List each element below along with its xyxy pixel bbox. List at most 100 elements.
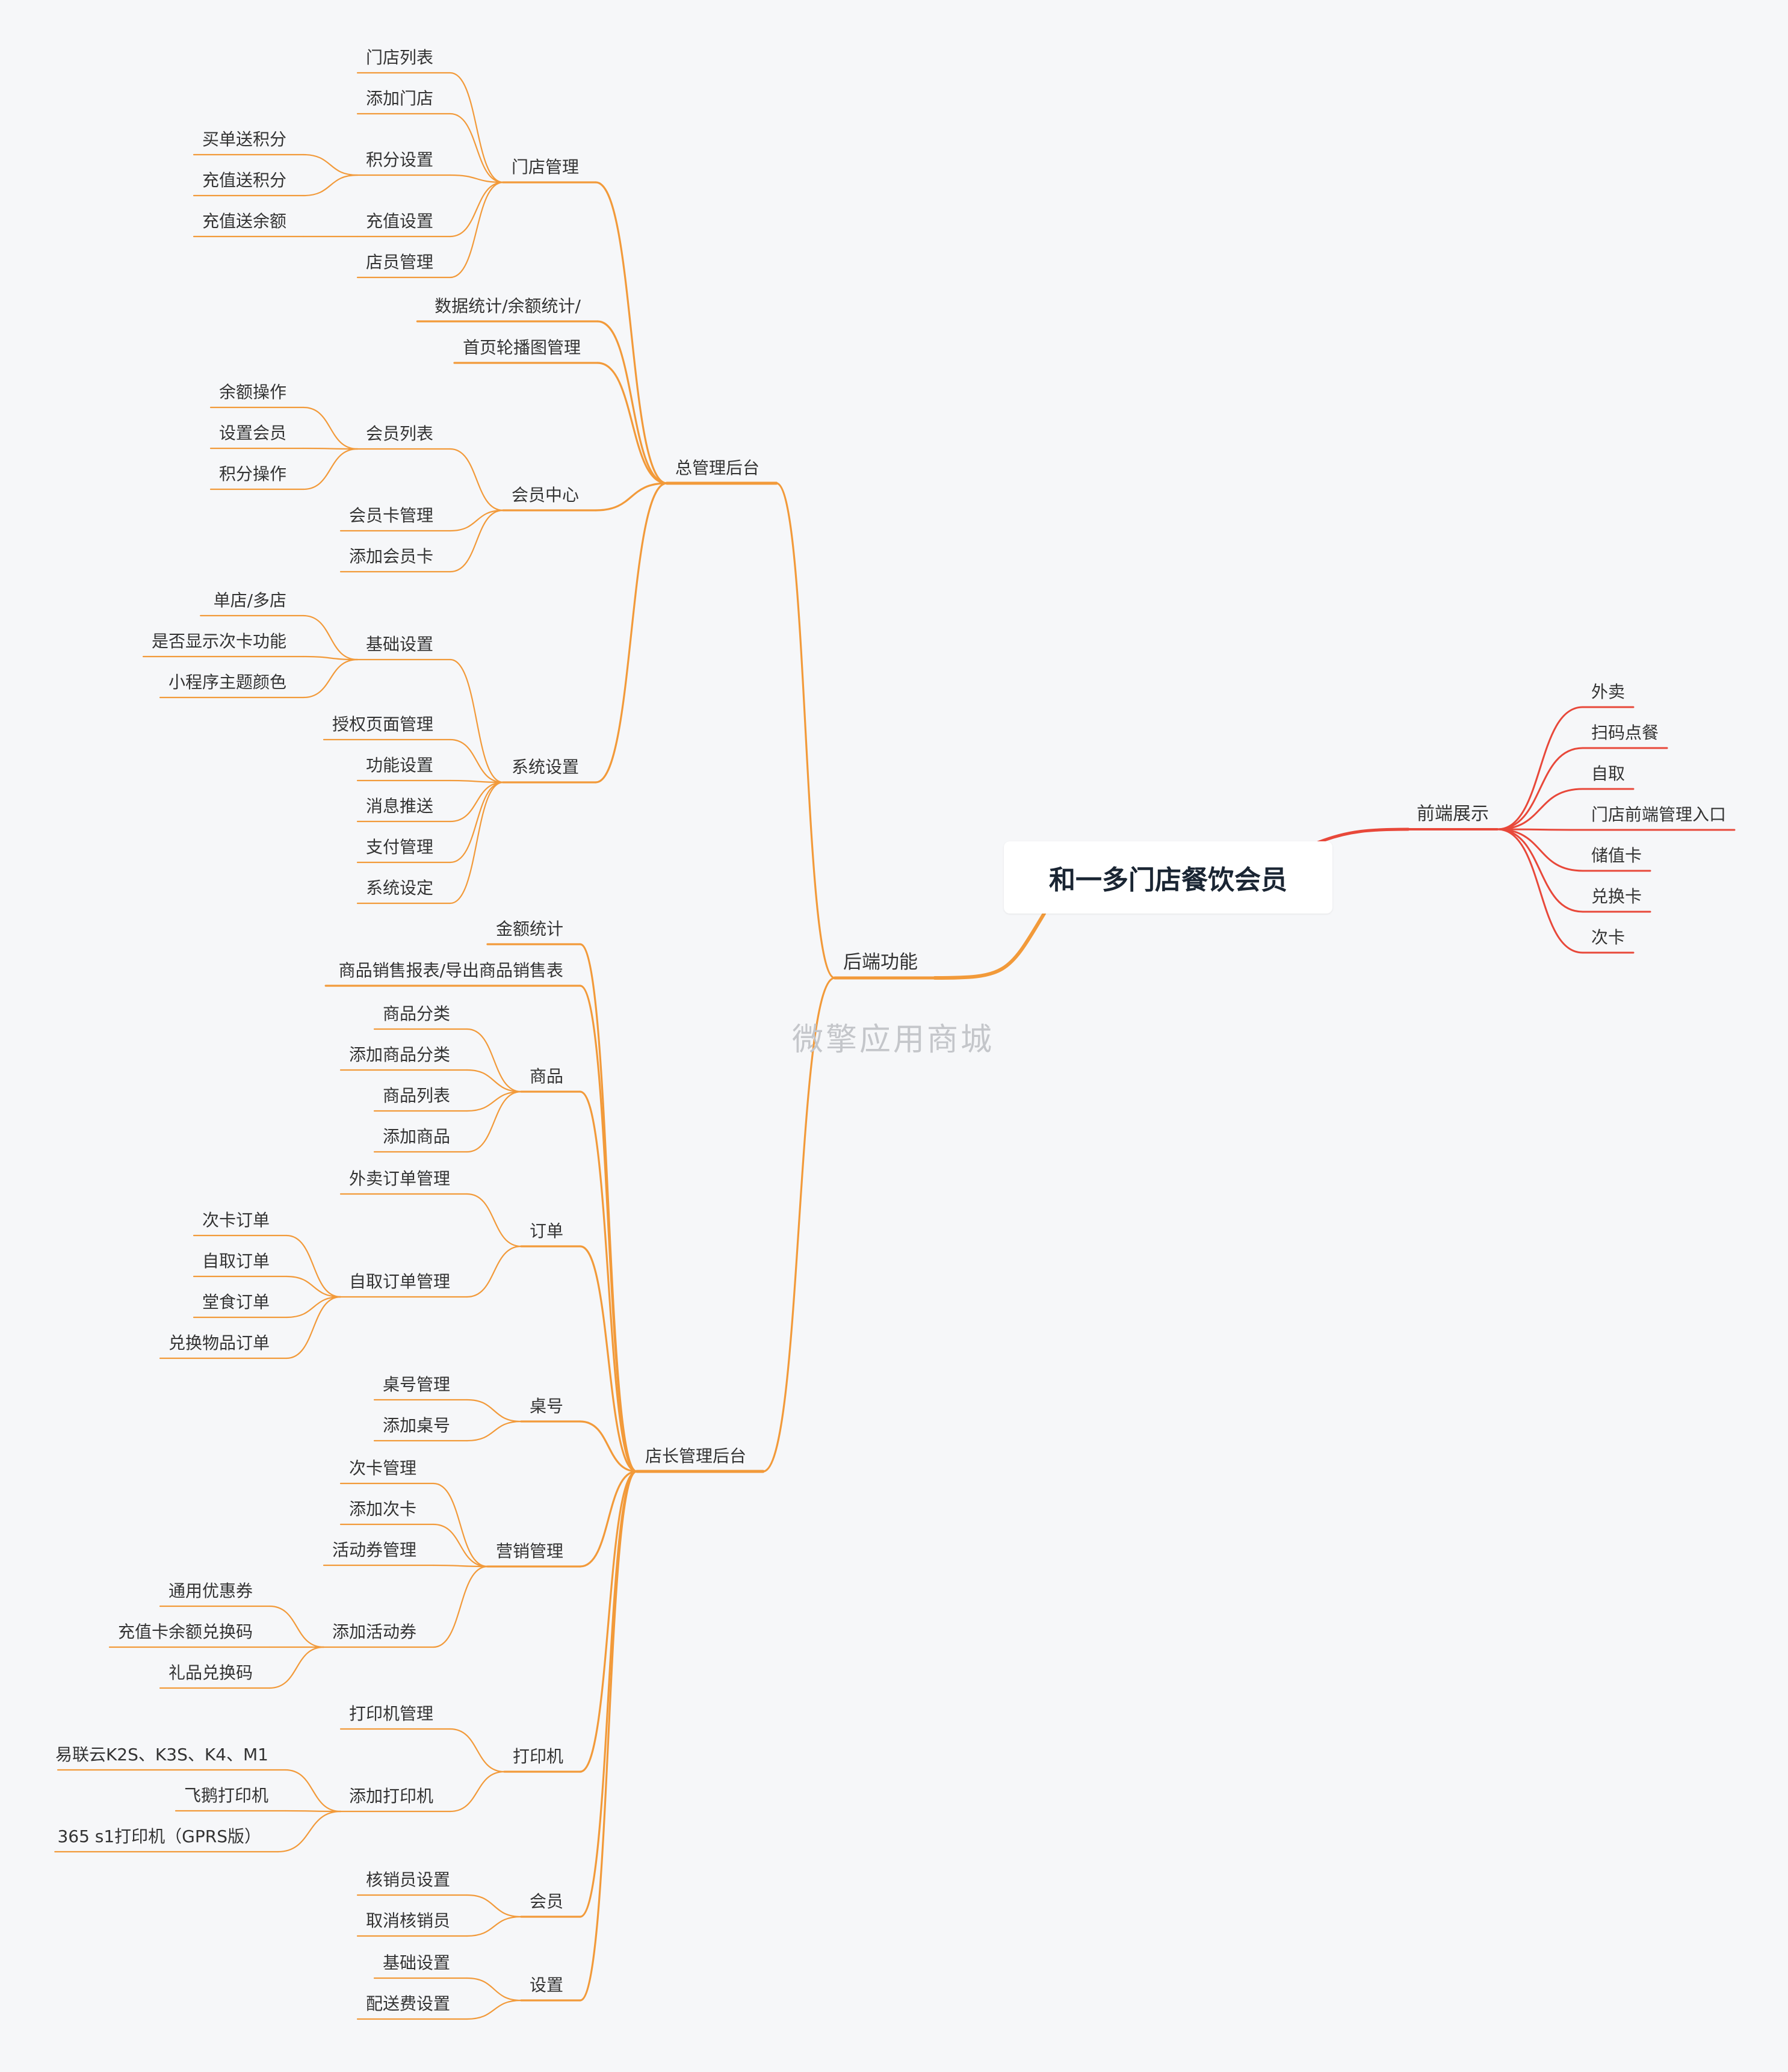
node-labels: 后端功能总管理后台门店管理门店列表添加门店积分设置买单送积分充值送积分充值设置充…	[55, 48, 1726, 2014]
node-label-b-0-0-1[interactable]: 添加门店	[366, 88, 433, 108]
node-label-b-0-3-0-0[interactable]: 余额操作	[219, 382, 286, 402]
node-label-f[interactable]: 前端展示	[1417, 803, 1489, 824]
node-label-b-1-7-0[interactable]: 核销员设置	[366, 1870, 450, 1890]
node-label-b-1-6-1-2[interactable]: 365 s1打印机（GPRS版）	[57, 1826, 261, 1846]
node-label-b-0-1[interactable]: 数据统计/余额统计/	[435, 296, 581, 316]
node-label-b-0-4-5[interactable]: 系统设定	[366, 878, 433, 898]
node-label-b-1-8-1[interactable]: 配送费设置	[366, 1994, 450, 2014]
node-label-b-1-5-3-0[interactable]: 通用优惠券	[169, 1581, 253, 1601]
node-label-b-1-4-0[interactable]: 桌号管理	[383, 1375, 450, 1394]
branch-connector	[466, 1894, 522, 1918]
node-label-b-1-6-0[interactable]: 打印机管理	[349, 1704, 433, 1724]
node-label-b-0-4-4[interactable]: 支付管理	[366, 837, 433, 857]
branch-connector	[432, 1565, 489, 1648]
node-label-b-0-3[interactable]: 会员中心	[512, 485, 579, 505]
node-label-b-1-5-3[interactable]: 添加活动券	[332, 1622, 416, 1642]
node-label-b-1[interactable]: 店长管理后台	[645, 1446, 746, 1466]
node-label-f-5[interactable]: 兑换卡	[1591, 886, 1642, 906]
node-label-b-0-0-2[interactable]: 积分设置	[366, 150, 433, 170]
node-label-b-0-4-0[interactable]: 基础设置	[366, 634, 433, 654]
node-label-b-1-3-0[interactable]: 外卖订单管理	[349, 1169, 450, 1189]
node-label-b-0-0-2-1[interactable]: 充值送积分	[202, 170, 286, 190]
node-label-b-1-7[interactable]: 会员	[530, 1891, 563, 1911]
node-label-b-0-0-2-0[interactable]: 买单送积分	[202, 129, 286, 149]
node-label-b-0-4-0-1[interactable]: 是否显示次卡功能	[152, 631, 286, 651]
node-label-b-0-4-3[interactable]: 消息推送	[366, 796, 433, 816]
node-label-b-1-3-1-0[interactable]: 次卡订单	[202, 1210, 270, 1230]
branch-connector	[302, 174, 359, 197]
branch-connector	[579, 1420, 638, 1473]
node-label-b-0-2[interactable]: 首页轮播图管理	[463, 338, 581, 357]
branch-connector	[775, 482, 836, 979]
node-label-b-1-8[interactable]: 设置	[530, 1975, 563, 1995]
node-label-b-0-4-1[interactable]: 授权页面管理	[332, 714, 433, 734]
node-label-b-1-7-1[interactable]: 取消核销员	[366, 1911, 450, 1931]
node-label-b-0-3-0-2[interactable]: 积分操作	[219, 464, 286, 484]
node-label-b-1-5-1[interactable]: 添加次卡	[349, 1499, 416, 1519]
branch-connector	[449, 779, 504, 784]
node-label-b-0-3-0[interactable]: 会员列表	[366, 424, 433, 444]
node-label-b-0-0-3-0[interactable]: 充值送余额	[202, 211, 286, 231]
node-label-b-1-6-1-0[interactable]: 易联云K2S、K3S、K4、M1	[55, 1745, 268, 1764]
node-label-f-2[interactable]: 自取	[1591, 764, 1625, 784]
branch-links	[54, 72, 1736, 2020]
root-node[interactable]: 和一多门店餐饮会员	[1004, 841, 1332, 914]
node-label-f-4[interactable]: 储值卡	[1591, 846, 1642, 865]
node-label-b-1-2-2[interactable]: 商品列表	[383, 1086, 450, 1106]
node-label-b-0-4-0-0[interactable]: 单店/多店	[214, 590, 286, 610]
node-label-b-1-6[interactable]: 打印机	[513, 1746, 563, 1766]
node-label-b-1-3-1-3[interactable]: 兑换物品订单	[169, 1333, 270, 1353]
branch-connector	[268, 1605, 325, 1648]
node-label-b-1-3[interactable]: 订单	[530, 1221, 563, 1241]
node-label-b-1-5-2[interactable]: 活动券管理	[332, 1540, 416, 1560]
node-label-f-1[interactable]: 扫码点餐	[1591, 723, 1659, 743]
node-label-b-0-3-2[interactable]: 添加会员卡	[349, 546, 433, 566]
node-label-b-1-5[interactable]: 营销管理	[496, 1541, 563, 1561]
node-label-b-1-4-1[interactable]: 添加桌号	[383, 1415, 450, 1435]
node-label-b-1-3-1-2[interactable]: 堂食订单	[202, 1292, 270, 1312]
node-label-b-0-0[interactable]: 门店管理	[512, 157, 579, 177]
node-label-b-0-3-1[interactable]: 会员卡管理	[349, 506, 433, 525]
branch-connector	[449, 181, 504, 279]
branch-connector	[1496, 828, 1584, 831]
node-label-f-3[interactable]: 门店前端管理入口	[1591, 805, 1726, 824]
branch-connector	[302, 406, 359, 450]
node-label-b-1-2-0[interactable]: 商品分类	[383, 1004, 450, 1024]
node-label-b-1-0[interactable]: 金额统计	[496, 919, 563, 939]
node-label-b-1-4[interactable]: 桌号	[530, 1396, 563, 1416]
branch-connector	[449, 448, 504, 512]
node-label-b-1-3-1[interactable]: 自取订单管理	[349, 1272, 450, 1291]
branch-connector	[466, 1977, 522, 2002]
node-label-b-1-5-3-1[interactable]: 充值卡余额兑换码	[118, 1622, 253, 1642]
node-label-b-0[interactable]: 总管理后台	[675, 458, 759, 478]
node-label-b-1-2-3[interactable]: 添加商品	[383, 1127, 450, 1146]
node-label-b-1-1[interactable]: 商品销售报表/导出商品销售表	[339, 960, 563, 980]
node-label-b-0-0-4[interactable]: 店员管理	[366, 252, 433, 272]
branch-connector	[1316, 827, 1410, 844]
node-label-b-1-5-0[interactable]: 次卡管理	[349, 1458, 416, 1478]
node-label-b-0-4[interactable]: 系统设置	[512, 757, 579, 777]
node-label-b-0-4-2[interactable]: 功能设置	[366, 755, 433, 775]
node-label-b-0-4-0-2[interactable]: 小程序主题颜色	[169, 672, 286, 692]
node-label-b-1-8-0[interactable]: 基础设置	[383, 1953, 450, 1973]
node-label-b-1-5-3-2[interactable]: 礼品兑换码	[169, 1663, 253, 1683]
branch-connector	[466, 1193, 522, 1248]
branch-connector	[285, 1275, 342, 1298]
node-label-b-1-2[interactable]: 商品	[530, 1066, 563, 1086]
node-label-f-6[interactable]: 次卡	[1591, 927, 1625, 947]
branch-connector	[449, 181, 504, 238]
node-label-b-0-0-3[interactable]: 充值设置	[366, 211, 433, 231]
branch-connector	[595, 482, 668, 784]
branch-connector	[449, 1728, 506, 1773]
node-label-b-1-2-1[interactable]: 添加商品分类	[349, 1045, 450, 1065]
node-label-b-1-6-1[interactable]: 添加打印机	[349, 1786, 433, 1806]
branch-connector	[302, 447, 359, 450]
branch-connector	[579, 985, 638, 1473]
node-label-b-0-3-0-1[interactable]: 设置会员	[219, 423, 286, 443]
node-label-b-0-0-0[interactable]: 门店列表	[366, 48, 433, 67]
node-label-b[interactable]: 后端功能	[843, 951, 918, 973]
node-label-b-1-6-1-1[interactable]: 飞鹅打印机	[184, 1786, 268, 1805]
node-label-b-1-3-1-1[interactable]: 自取订单	[202, 1251, 270, 1271]
node-label-f-0[interactable]: 外卖	[1591, 682, 1625, 702]
branch-connector	[596, 362, 668, 484]
